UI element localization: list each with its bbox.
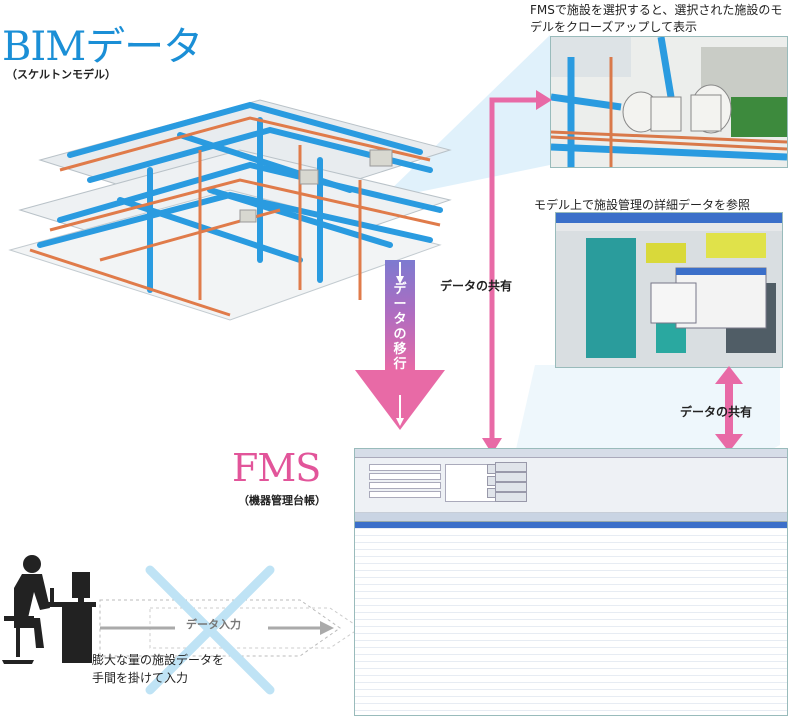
closeup-ducts xyxy=(551,37,787,167)
closeup-model-render xyxy=(551,37,787,167)
migration-arrow xyxy=(355,260,445,430)
manual-input-note-line-2: 手間を掛けて入力 xyxy=(92,671,189,685)
equipment-units xyxy=(239,149,393,223)
table-row xyxy=(355,641,787,648)
share-arrow-closeup-head-right xyxy=(536,90,552,110)
fms-ledger-screenshot xyxy=(354,448,788,716)
migration-label: データの移行 xyxy=(393,282,407,372)
fms-subtitle: （機器管理台帳） xyxy=(238,494,326,507)
share-arrow-closeup-head-down xyxy=(482,438,502,454)
share-arrow-closeup xyxy=(489,97,538,440)
table-row xyxy=(355,571,787,578)
table-row xyxy=(355,578,787,585)
closeup-pipes xyxy=(551,57,787,167)
table-row xyxy=(355,529,787,536)
person-at-desk-icon xyxy=(2,555,96,664)
detail-model-render xyxy=(556,213,782,367)
table-row xyxy=(355,606,787,613)
fms-table-body xyxy=(355,522,787,711)
closeup-pumps xyxy=(622,84,732,134)
table-row xyxy=(355,522,787,529)
table-row xyxy=(355,662,787,669)
table-row xyxy=(355,599,787,606)
table-row xyxy=(355,655,787,662)
fms-window-titlebar xyxy=(355,449,787,458)
table-row xyxy=(355,627,787,634)
table-row xyxy=(355,613,787,620)
manual-input-note-line-1: 膨大な量の施設データを xyxy=(92,653,225,667)
closeup-caption: FMSで施設を選択すると、選択された施設のモデルをクローズアップして表示 xyxy=(530,3,783,34)
table-row xyxy=(355,536,787,543)
table-row xyxy=(355,648,787,655)
table-row xyxy=(355,550,787,557)
table-row xyxy=(355,543,787,550)
table-row xyxy=(355,557,787,564)
share-label-closeup: データの共有 xyxy=(440,279,513,293)
table-row xyxy=(355,592,787,599)
detail-data-screenshot xyxy=(555,212,783,368)
table-row xyxy=(355,634,787,641)
table-row xyxy=(355,669,787,676)
table-row xyxy=(355,697,787,704)
cross-mark-icon xyxy=(145,565,275,695)
manual-input-label: データ入力 xyxy=(186,618,241,631)
table-row xyxy=(355,620,787,627)
fms-search-panel xyxy=(355,458,787,513)
share-label-detail: データの共有 xyxy=(680,405,753,419)
table-row xyxy=(355,683,787,690)
table-row xyxy=(355,704,787,711)
manual-input-arrows xyxy=(99,599,361,657)
manual-input-note: 膨大な量の施設データを 手間を掛けて入力 xyxy=(92,651,224,687)
table-row xyxy=(355,585,787,592)
share-arrow-detail xyxy=(715,366,743,452)
closeup-model-screenshot xyxy=(550,36,788,168)
fms-title: FMS xyxy=(232,446,321,490)
bim-data-title: BIMデータ xyxy=(2,24,203,70)
table-row xyxy=(355,690,787,697)
fms-table-header xyxy=(355,513,787,522)
table-row xyxy=(355,676,787,683)
bim-building-model xyxy=(8,99,452,321)
bim-data-subtitle: （スケルトンモデル） xyxy=(6,68,116,81)
table-row xyxy=(355,564,787,571)
detail-caption: モデル上で施設管理の詳細データを参照 xyxy=(534,198,751,212)
